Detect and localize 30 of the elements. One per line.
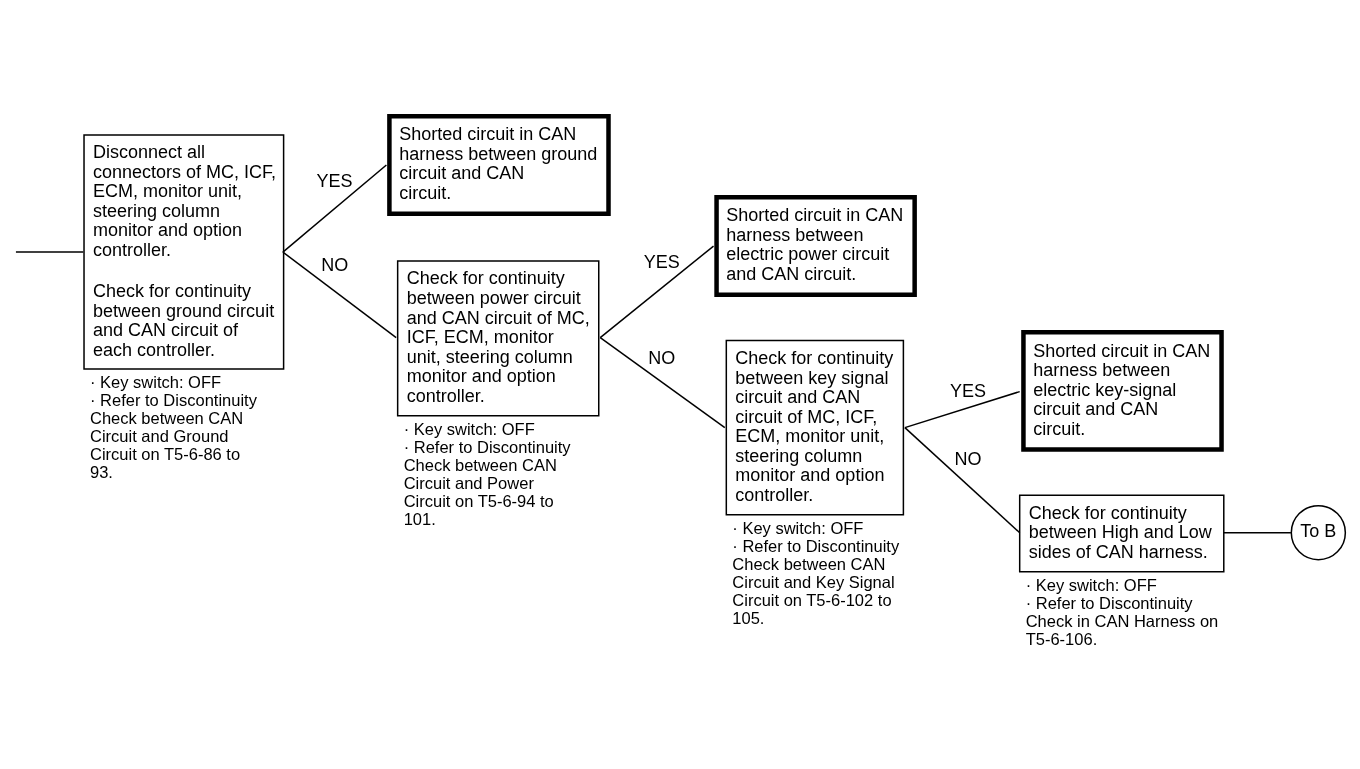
- node-label: · Key switch: OFF: [732, 518, 864, 537]
- node-box: Shorted circuit in CAN harness between electric power circuit and CAN circuit.: [714, 195, 917, 298]
- connector: [282, 251, 397, 339]
- node-label: · Refer to Discontinuity Check between CAN Circuit and Power Circuit on T5-6-94 to 101.: [403, 437, 571, 528]
- node-label: · Key switch: OFF: [1025, 575, 1157, 594]
- connector: [904, 390, 1021, 429]
- node-circle: To B: [1290, 504, 1347, 561]
- node-label: · Refer to Discontinuity Check in CAN Harness on T5-6-106.: [1025, 593, 1219, 648]
- node-label: · Key switch: OFF: [403, 419, 535, 438]
- edge-label: NO: [648, 348, 676, 369]
- connector: [599, 245, 715, 339]
- node-label: · Refer to Discontinuity Check between CAN Circuit and Key Signal Circuit on T5-6-102 to 105.: [732, 536, 900, 627]
- node-label: · Key switch: OFF: [90, 373, 222, 392]
- connector: [904, 426, 1021, 534]
- node-label: · Refer to Discontinuity Check between CAN Circuit and Ground Circuit on T5-6-86 to 93.: [90, 391, 257, 482]
- node-box: Disconnect all connectors of MC, ICF, ECM, monitor unit, steering column monitor and option controller. Check for continuity between ground circuit and CAN circuit of each controller.: [83, 134, 285, 370]
- edge-label: YES: [949, 381, 986, 402]
- node-box: Check for continuity between High and Low sides of CAN harness.: [1018, 494, 1225, 573]
- node-box: Check for continuity between key signal circuit and CAN circuit of MC, ICF, ECM, monitor unit, steering column monitor and option controller.: [725, 339, 905, 516]
- connector: [599, 336, 726, 429]
- connector: [1223, 531, 1292, 534]
- connector: [282, 164, 388, 253]
- edge-label: NO: [321, 254, 349, 275]
- edge-label: YES: [643, 251, 680, 272]
- connector: [15, 251, 84, 253]
- node-box: Shorted circuit in CAN harness between ground circuit and CAN circuit.: [387, 114, 611, 217]
- node-box: Check for continuity between power circuit and CAN circuit of MC, ICF, ECM, monitor unit, steering column monitor and option controller.: [396, 260, 600, 417]
- edge-label: YES: [316, 170, 353, 191]
- node-box: Shorted circuit in CAN harness between electric key-signal circuit and CAN circuit.: [1021, 330, 1224, 452]
- edge-label: NO: [954, 448, 982, 469]
